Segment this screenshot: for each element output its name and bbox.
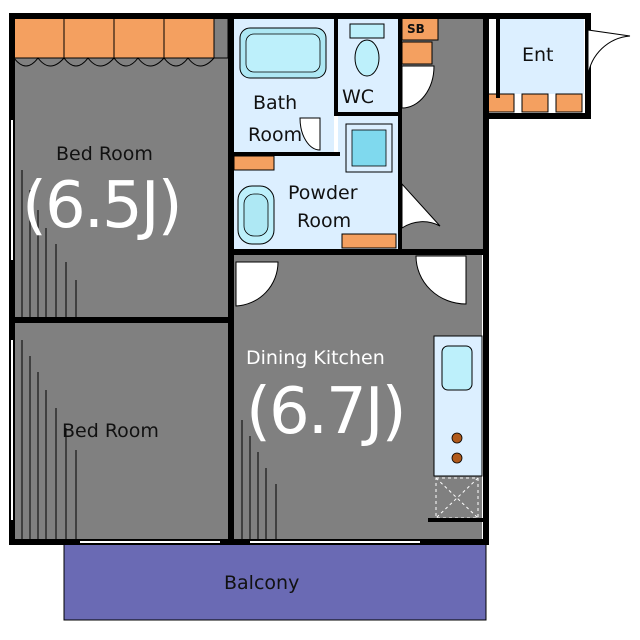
bath-label-line1: Bath [253, 92, 298, 114]
bathtub-inner [245, 33, 321, 73]
bedroom-top-door [235, 261, 279, 307]
fridge-cross-1 [435, 477, 479, 519]
powder-label-line2: Room [297, 210, 352, 232]
windows [11, 120, 420, 543]
walls [9, 13, 591, 545]
wc-door [401, 65, 435, 109]
bedroom-top-closet-lines [21, 170, 77, 318]
powder-shelf-orange [233, 155, 275, 171]
stove-burner-2 [451, 452, 463, 464]
fridge-cross-2 [435, 477, 479, 519]
bedroom-bottom-label: Bed Room [62, 420, 159, 442]
toilet-tank [349, 23, 385, 39]
bath-door [299, 117, 321, 151]
washing-machine-inner [351, 129, 387, 167]
entrance-floor [500, 18, 584, 98]
kitchen-sink [441, 345, 473, 391]
bedroom-top-label: Bed Room [56, 143, 153, 165]
entrance-shelves [487, 93, 583, 113]
powder-label-line1: Powder [288, 182, 358, 204]
dining-label: Dining Kitchen [246, 347, 385, 369]
dining-door [415, 255, 467, 305]
bedroom-top-size: (6.5J) [22, 169, 183, 243]
toilet-bowl [354, 39, 380, 77]
balcony-label: Balcony [224, 572, 300, 594]
bath-label-line2: Room [248, 124, 303, 146]
closet-door-arcs [13, 57, 215, 67]
stove-burner-1 [451, 432, 463, 444]
wc-label: WC [342, 86, 375, 108]
wash-basin-inner [243, 193, 269, 237]
entrance-door [587, 29, 631, 77]
doors [235, 29, 631, 307]
closet-dividers [63, 18, 165, 58]
entrance-label: Ent [522, 44, 554, 66]
bedroom-bottom-floor [14, 322, 228, 540]
dining-size: (6.7J) [246, 375, 407, 449]
powder-bottom-orange [341, 233, 397, 249]
bedroom-bottom-closet-lines [21, 340, 77, 540]
hallway-lower-floor [400, 110, 484, 254]
shoe-box-label: SB [407, 22, 425, 36]
bedroom-top-floor [14, 18, 228, 318]
closet-small-gray [213, 17, 229, 59]
powder-door [401, 182, 441, 229]
dining-closet-lines [241, 420, 277, 540]
balcony-floor [63, 543, 487, 621]
hall-shelf-orange [401, 41, 433, 65]
